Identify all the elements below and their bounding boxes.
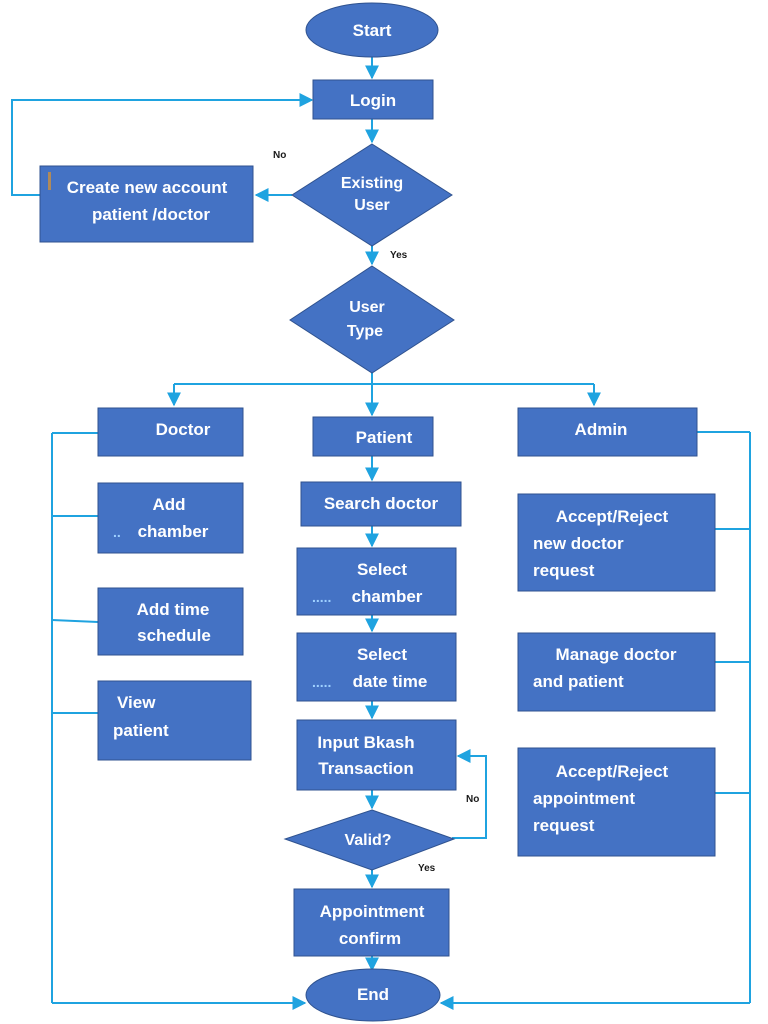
- existing-user-line1: Existing: [341, 175, 403, 192]
- accept-reject-doctor-line2: new doctor: [533, 534, 624, 553]
- create-account-node: Create new account patient /doctor: [39, 165, 254, 243]
- add-time-schedule-line1: Add time: [137, 600, 210, 619]
- view-patient-line2: patient: [113, 721, 169, 740]
- label-yes-existing: Yes: [390, 250, 408, 261]
- create-account-line2: patient /doctor: [92, 205, 210, 224]
- patient-node: Patient: [312, 416, 434, 457]
- patient-label: Patient: [356, 428, 413, 447]
- doctor-node: Doctor: [97, 407, 244, 457]
- label-yes-valid: Yes: [418, 863, 436, 874]
- label-no-existing: No: [273, 150, 286, 161]
- add-time-schedule-node: Add time schedule: [97, 587, 244, 656]
- input-bkash-node: Input Bkash Transaction: [296, 719, 457, 791]
- existing-user-decision: Existing User: [291, 143, 453, 247]
- view-patient-line1: View: [117, 693, 156, 712]
- valid-label: Valid?: [344, 832, 391, 849]
- select-date-time-line1: Select: [357, 645, 407, 664]
- add-chamber-line1: Add: [152, 495, 185, 514]
- appointment-confirm-line1: Appointment: [320, 902, 425, 921]
- edge-create-login: [11, 93, 314, 196]
- user-type-decision: User Type: [289, 265, 455, 374]
- manage-doctor-patient-line1: Manage doctor: [556, 645, 677, 664]
- add-chamber-node: Add .. chamber: [97, 482, 244, 554]
- start-node: Start: [305, 2, 439, 58]
- input-bkash-line2: Transaction: [318, 759, 413, 778]
- accept-reject-appointment-line2: appointment: [533, 789, 635, 808]
- valid-decision: Valid?: [283, 809, 456, 871]
- start-label: Start: [353, 21, 392, 40]
- select-chamber-line1: Select: [357, 560, 407, 579]
- edge-valid-no-loop: [452, 749, 487, 839]
- add-time-schedule-line2: schedule: [137, 626, 211, 645]
- select-date-time-node: Select ..... date time: [296, 632, 457, 702]
- view-patient-node: View patient: [97, 680, 252, 761]
- admin-node: Admin: [517, 407, 698, 457]
- doctor-label: Doctor: [156, 420, 211, 439]
- login-node: Login: [312, 79, 434, 120]
- manage-doctor-patient-node: Manage doctor and patient: [517, 632, 716, 712]
- select-chamber-dots: .....: [312, 589, 331, 605]
- accept-reject-doctor-line1: Accept/Reject: [556, 507, 669, 526]
- search-doctor-node: Search doctor: [300, 481, 462, 527]
- appointment-confirm-node: Appointment confirm: [293, 888, 450, 957]
- manage-doctor-patient-line2: and patient: [533, 672, 624, 691]
- cursor-mark: [48, 172, 51, 190]
- connectors: [11, 57, 751, 1010]
- login-label: Login: [350, 91, 396, 110]
- select-date-time-dots: .....: [312, 674, 331, 690]
- accept-reject-doctor-node: Accept/Reject new doctor request: [517, 493, 716, 592]
- accept-reject-appointment-line3: request: [533, 816, 595, 835]
- add-chamber-line2: chamber: [138, 522, 209, 541]
- select-chamber-line2: chamber: [352, 587, 423, 606]
- select-chamber-node: Select ..... chamber: [296, 547, 457, 616]
- add-chamber-dots: ..: [113, 524, 121, 540]
- accept-reject-doctor-line3: request: [533, 561, 595, 580]
- create-account-line1: Create new account: [67, 178, 228, 197]
- admin-label: Admin: [575, 420, 628, 439]
- user-type-line1: User: [349, 299, 385, 316]
- end-label: End: [357, 985, 389, 1004]
- accept-reject-appointment-line1: Accept/Reject: [556, 762, 669, 781]
- appointment-confirm-line2: confirm: [339, 929, 401, 948]
- label-no-valid: No: [466, 794, 479, 805]
- accept-reject-appointment-node: Accept/Reject appointment request: [517, 747, 716, 857]
- user-type-line2: Type: [347, 323, 383, 340]
- existing-user-line2: User: [354, 197, 390, 214]
- input-bkash-line1: Input Bkash: [317, 733, 414, 752]
- select-date-time-line2: date time: [353, 672, 428, 691]
- edge-doctor-schedule: [51, 619, 99, 623]
- end-node: End: [305, 968, 441, 1022]
- search-doctor-label: Search doctor: [324, 494, 439, 513]
